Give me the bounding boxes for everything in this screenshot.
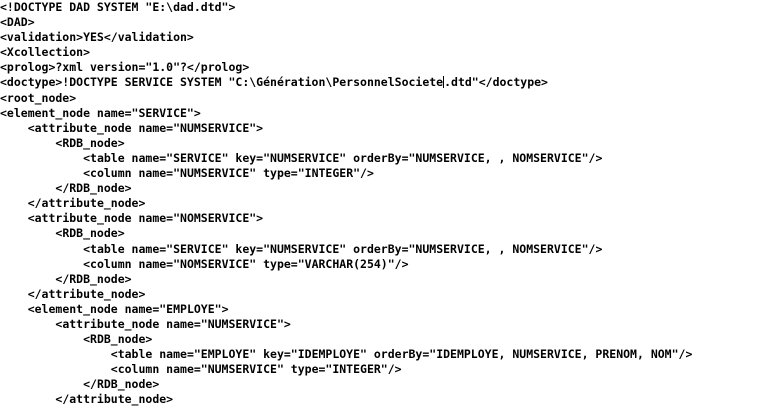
- code-line: <RDB_node>: [0, 332, 768, 347]
- code-line: <!DOCTYPE DAD SYSTEM "E:\dad.dtd">: [0, 0, 768, 15]
- line-indent: [0, 121, 28, 135]
- line-indent: [0, 136, 55, 150]
- line-text: <root_node>: [0, 90, 77, 105]
- line-text: <element_node name="SERVICE">: [0, 105, 201, 120]
- code-line: </attribute_node>: [0, 196, 768, 211]
- line-text: <attribute_node name="NUMSERVICE">: [55, 316, 291, 331]
- code-line: <Xcollection>: [0, 45, 768, 60]
- code-line: <validation>YES</validation>: [0, 30, 768, 45]
- code-line: <table name="SERVICE" key="NUMSERVICE" o…: [0, 242, 768, 257]
- line-text: <table name="EMPLOYE" key="IDEMPLOYE" or…: [110, 347, 693, 362]
- line-text: <RDB_node>: [83, 332, 153, 347]
- line-text: <prolog>?xml version="1.0"?</prolog>: [0, 60, 250, 75]
- line-indent: [0, 226, 55, 240]
- line-indent: [0, 151, 83, 165]
- code-line: <element_node name="EMPLOYE">: [0, 302, 768, 317]
- code-line: </RDB_node>: [0, 272, 768, 287]
- text-cursor: [443, 76, 445, 89]
- line-text: <!DOCTYPE DAD SYSTEM "E:\dad.dtd">: [0, 0, 236, 14]
- line-indent: [0, 392, 55, 406]
- line-text: </RDB_node>: [55, 181, 132, 196]
- line-text: <column name="NUMSERVICE" type="INTEGER"…: [110, 362, 402, 377]
- line-indent: [0, 317, 55, 331]
- line-text: <validation>YES</validation>: [0, 30, 194, 45]
- code-line: <attribute_node name="NUMSERVICE">: [0, 317, 768, 332]
- code-line: </RDB_node>: [0, 377, 768, 392]
- line-indent: [0, 272, 55, 286]
- code-line: <doctype>!DOCTYPE SERVICE SYSTEM "C:\Gén…: [0, 75, 768, 90]
- code-line: <column name="NUMSERVICE" type="INTEGER"…: [0, 362, 768, 377]
- line-text: <column name="NOMSERVICE" type="VARCHAR(…: [83, 256, 409, 271]
- line-indent: [0, 181, 55, 195]
- line-text: <attribute_node name="NOMSERVICE">: [27, 211, 264, 226]
- code-line: </attribute_node>: [0, 392, 768, 406]
- line-text: <Xcollection>: [0, 45, 91, 60]
- line-text: </attribute_node>: [55, 392, 174, 406]
- code-line: <DAD>: [0, 15, 768, 30]
- line-text: <table name="SERVICE" key="NUMSERVICE" o…: [83, 150, 603, 165]
- code-line: <RDB_node>: [0, 136, 768, 151]
- line-indent: [0, 377, 83, 391]
- line-indent: [0, 166, 83, 180]
- line-indent: [0, 242, 83, 256]
- code-line: <column name="NOMSERVICE" type="VARCHAR(…: [0, 257, 768, 272]
- line-text: <RDB_node>: [55, 135, 125, 150]
- code-line: <prolog>?xml version="1.0"?</prolog>: [0, 60, 768, 75]
- code-line: <element_node name="SERVICE">: [0, 106, 768, 121]
- code-line: <attribute_node name="NUMSERVICE">: [0, 121, 768, 136]
- line-indent: [0, 211, 28, 225]
- code-line: </RDB_node>: [0, 181, 768, 196]
- line-indent: [0, 196, 28, 210]
- line-text: </RDB_node>: [83, 377, 160, 392]
- code-line: <table name="SERVICE" key="NUMSERVICE" o…: [0, 151, 768, 166]
- code-line: <attribute_node name="NOMSERVICE">: [0, 211, 768, 226]
- code-line: <root_node>: [0, 91, 768, 106]
- line-indent: [0, 332, 83, 346]
- line-text: <doctype>!DOCTYPE SERVICE SYSTEM "C:\Gén…: [0, 75, 444, 90]
- line-text: <table name="SERVICE" key="NUMSERVICE" o…: [83, 241, 603, 256]
- line-text: </RDB_node>: [55, 271, 132, 286]
- line-text: <RDB_node>: [55, 226, 125, 241]
- line-text: <attribute_node name="NUMSERVICE">: [27, 120, 264, 135]
- code-line: </attribute_node>: [0, 287, 768, 302]
- code-line: <RDB_node>: [0, 226, 768, 241]
- line-indent: [0, 347, 111, 361]
- line-indent: [0, 302, 28, 316]
- line-indent: [0, 362, 111, 376]
- line-text: </attribute_node>: [27, 196, 146, 211]
- line-indent: [0, 257, 83, 271]
- line-text: <element_node name="EMPLOYE">: [27, 301, 229, 316]
- code-line: <column name="NUMSERVICE" type="INTEGER"…: [0, 166, 768, 181]
- line-text: <DAD>: [0, 15, 35, 30]
- code-line: <table name="EMPLOYE" key="IDEMPLOYE" or…: [0, 347, 768, 362]
- line-text: </attribute_node>: [27, 286, 146, 301]
- line-text: <column name="NUMSERVICE" type="INTEGER"…: [83, 166, 374, 181]
- line-text-after-cursor: .dtd"</doctype>: [444, 75, 548, 90]
- line-indent: [0, 287, 28, 301]
